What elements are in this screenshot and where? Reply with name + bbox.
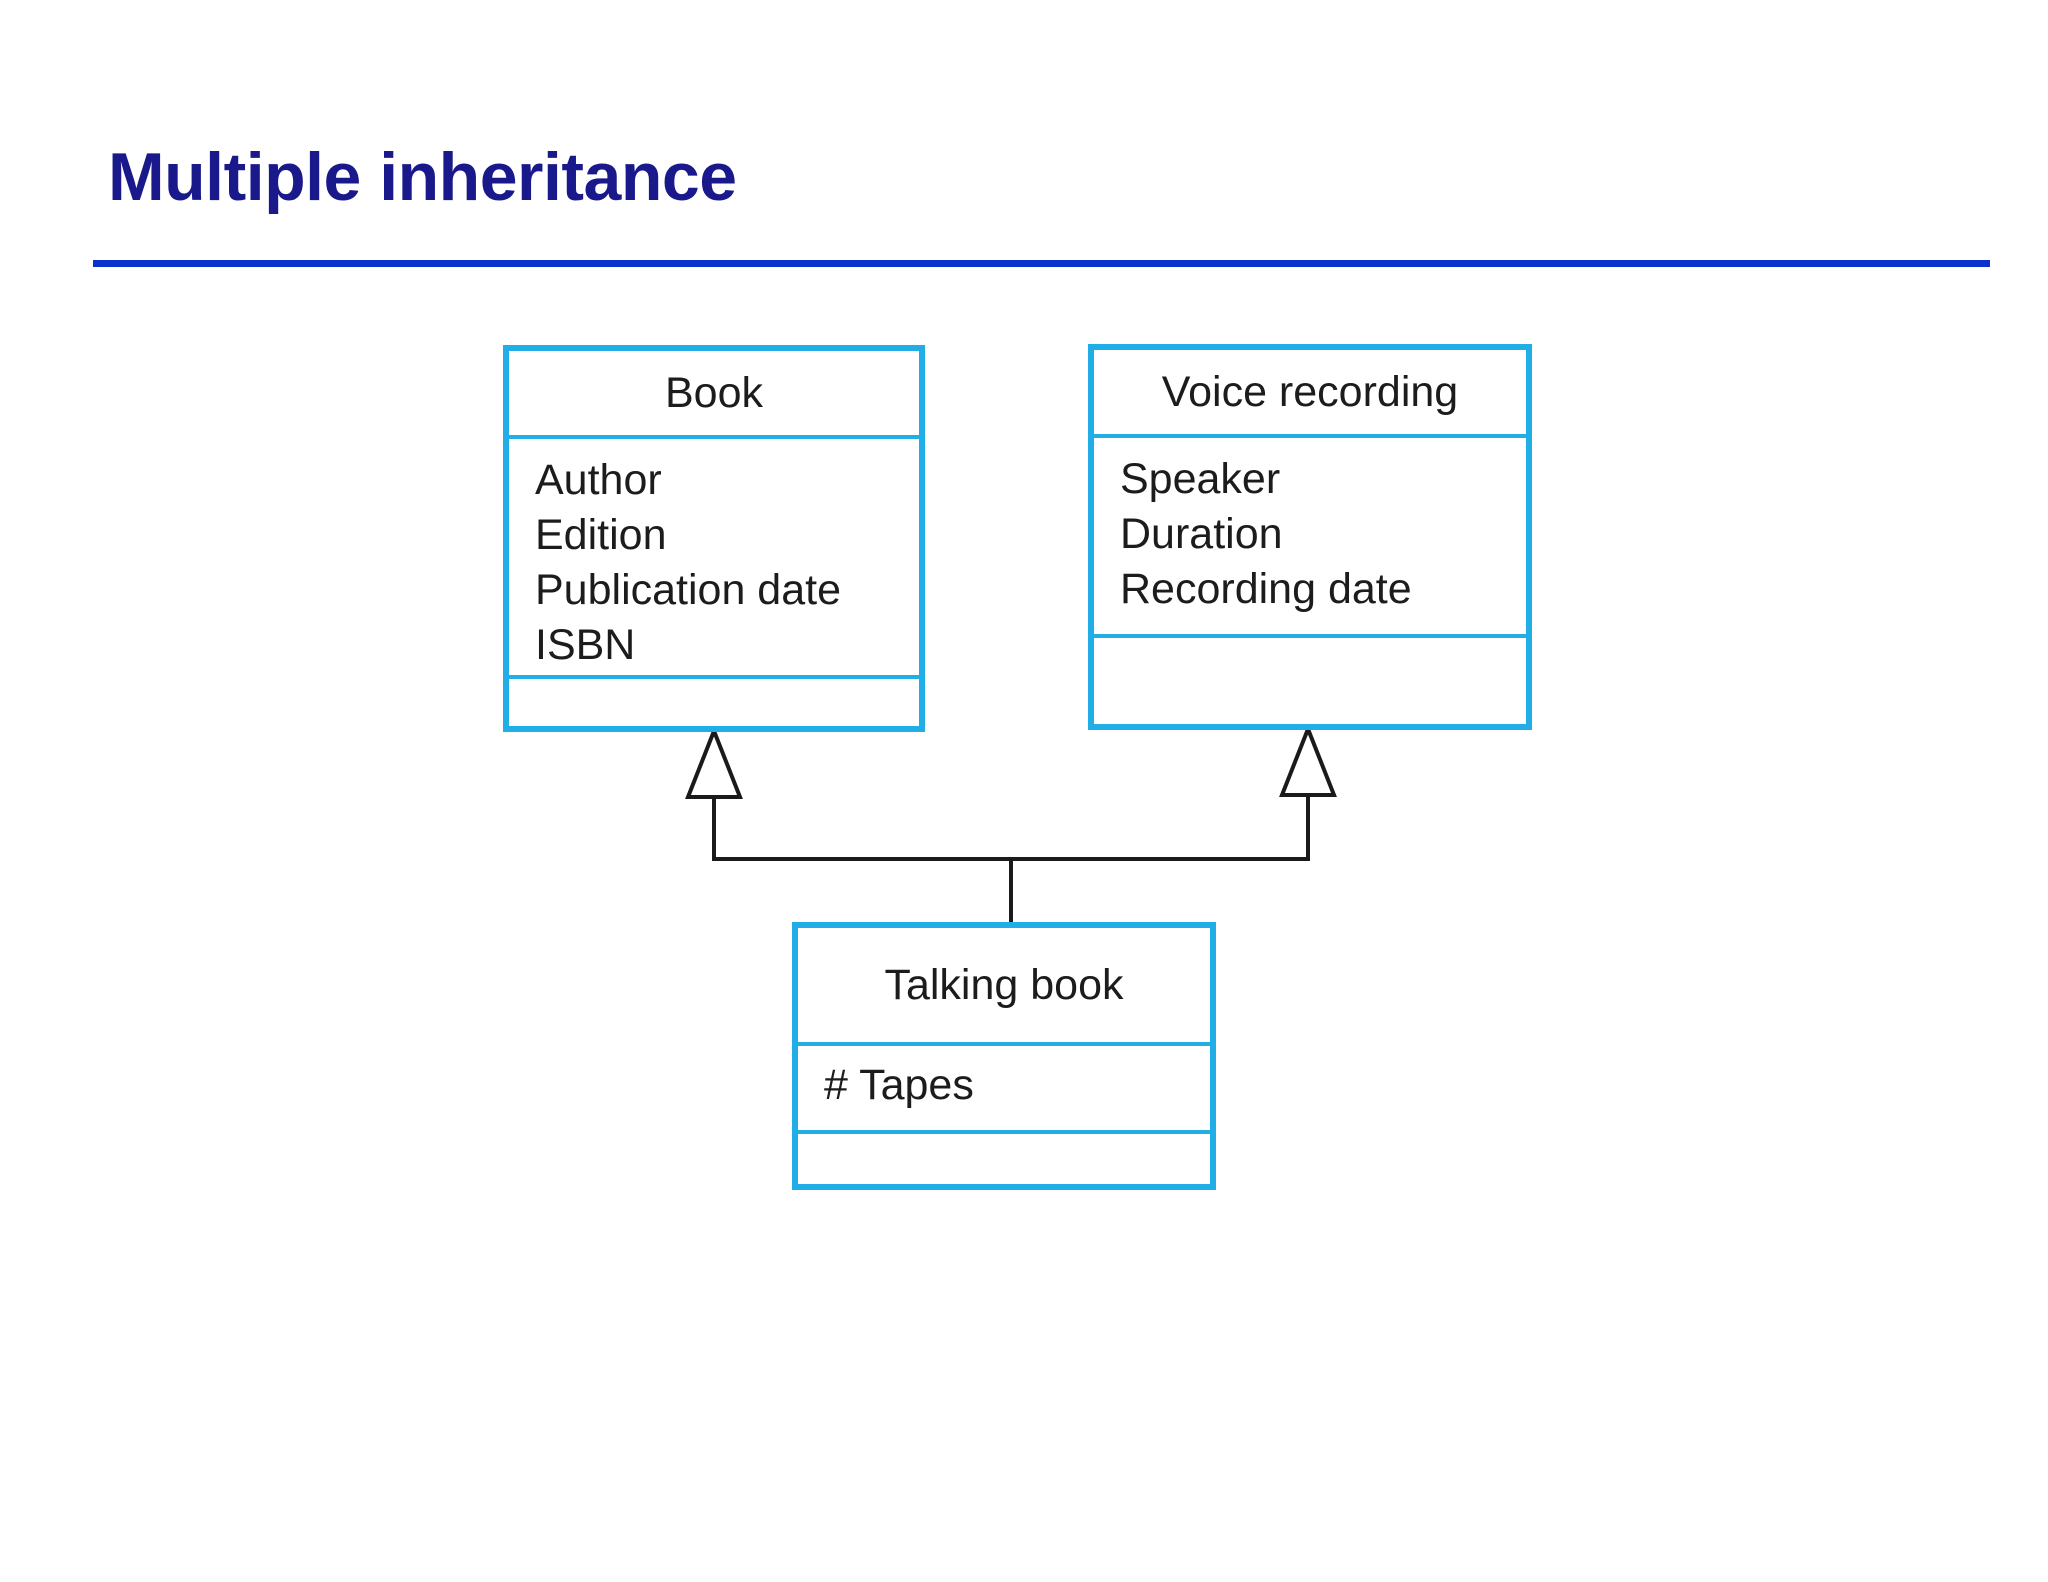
uml-class-name-book: Book: [664, 368, 763, 417]
title-divider-rule: [93, 260, 1990, 267]
uml-class-name-talking-book: Talking book: [884, 960, 1124, 1009]
generalization-triangle-voice-recording: [1279, 723, 1337, 797]
uml-attribute: ISBN: [535, 621, 636, 669]
uml-attribute: # Tapes: [824, 1061, 974, 1109]
uml-class-voice-recording[interactable]: Voice recording Speaker Duration Recordi…: [1088, 344, 1532, 730]
uml-class-name-voice-recording: Voice recording: [1161, 367, 1459, 416]
generalization-path-voice-recording: [1011, 795, 1310, 861]
uml-class-book[interactable]: Book Author Edition Publication date ISB…: [503, 345, 925, 732]
uml-attribute: Speaker: [1120, 455, 1281, 503]
uml-attributes-voice-recording: Speaker Duration Recording date: [1094, 434, 1526, 634]
uml-attribute: Recording date: [1120, 565, 1412, 613]
generalization-triangle-book: [685, 725, 743, 799]
uml-attributes-talking-book: # Tapes: [798, 1042, 1210, 1130]
page-title: Multiple inheritance: [108, 139, 737, 215]
uml-class-talking-book[interactable]: Talking book # Tapes: [792, 922, 1216, 1190]
uml-attribute: Publication date: [535, 566, 841, 614]
uml-attributes-book: Author Edition Publication date ISBN: [509, 435, 919, 675]
uml-operations-book: [509, 675, 919, 730]
uml-operations-talking-book: [798, 1130, 1210, 1190]
uml-attribute: Edition: [535, 511, 667, 559]
uml-attribute: Duration: [1120, 510, 1283, 558]
uml-attribute: Author: [535, 456, 662, 504]
uml-operations-voice-recording: [1094, 634, 1526, 724]
generalization-path-book: [712, 797, 1011, 861]
